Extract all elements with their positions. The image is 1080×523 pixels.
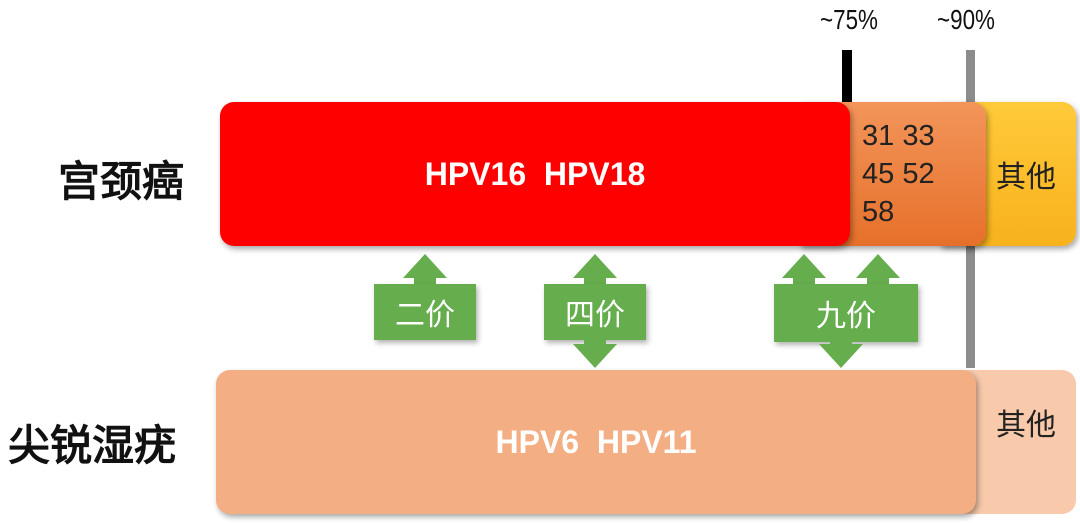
arrow-up-icon (403, 254, 447, 278)
warts-main-types: HPV6 HPV11 (495, 423, 697, 460)
bivalent-vaccine: 二价 (374, 254, 476, 340)
nonavalent-vaccine: 九价 (774, 254, 918, 368)
vaccine-box: 九价 (774, 284, 918, 342)
arrow-stem (793, 276, 815, 286)
marker-90-label: ~90% (937, 4, 995, 35)
quadrivalent-label: 四价 (565, 298, 625, 333)
high-risk-line: 45 52 (862, 158, 935, 190)
arrow-stem (584, 338, 606, 346)
high-risk-line: 58 (862, 196, 895, 228)
cervical-main-types: HPV16 HPV18 (424, 155, 646, 192)
arrow-stem (584, 276, 606, 286)
vaccine-box: 四价 (544, 284, 646, 340)
marker-75-line (842, 50, 852, 106)
bivalent-label: 二价 (395, 298, 455, 333)
cervical-main-segment: HPV16 HPV18 (220, 102, 850, 246)
warts-main-segment: HPV6 HPV11 (216, 370, 976, 514)
genital-warts-label: 尖锐湿疣 (8, 421, 177, 470)
arrow-stem (867, 276, 889, 286)
arrow-down-icon (819, 344, 863, 368)
vaccine-box: 二价 (374, 284, 476, 340)
arrow-down-icon (573, 344, 617, 368)
arrow-up-icon (573, 254, 617, 278)
warts-other-label: 其他 (996, 408, 1056, 443)
cervical-high-risk-types: 31 33 45 52 58 (862, 117, 935, 231)
marker-75-label: ~75% (820, 4, 878, 35)
arrow-up-icon (856, 254, 900, 278)
arrow-up-icon (782, 254, 826, 278)
nonavalent-label: 九价 (816, 299, 876, 334)
cervical-other-label: 其他 (996, 160, 1056, 195)
high-risk-line: 31 33 (862, 120, 935, 152)
quadrivalent-vaccine: 四价 (544, 254, 646, 368)
arrow-stem (830, 340, 852, 346)
arrow-stem (414, 276, 436, 286)
cervical-cancer-label: 宫颈癌 (58, 157, 185, 206)
